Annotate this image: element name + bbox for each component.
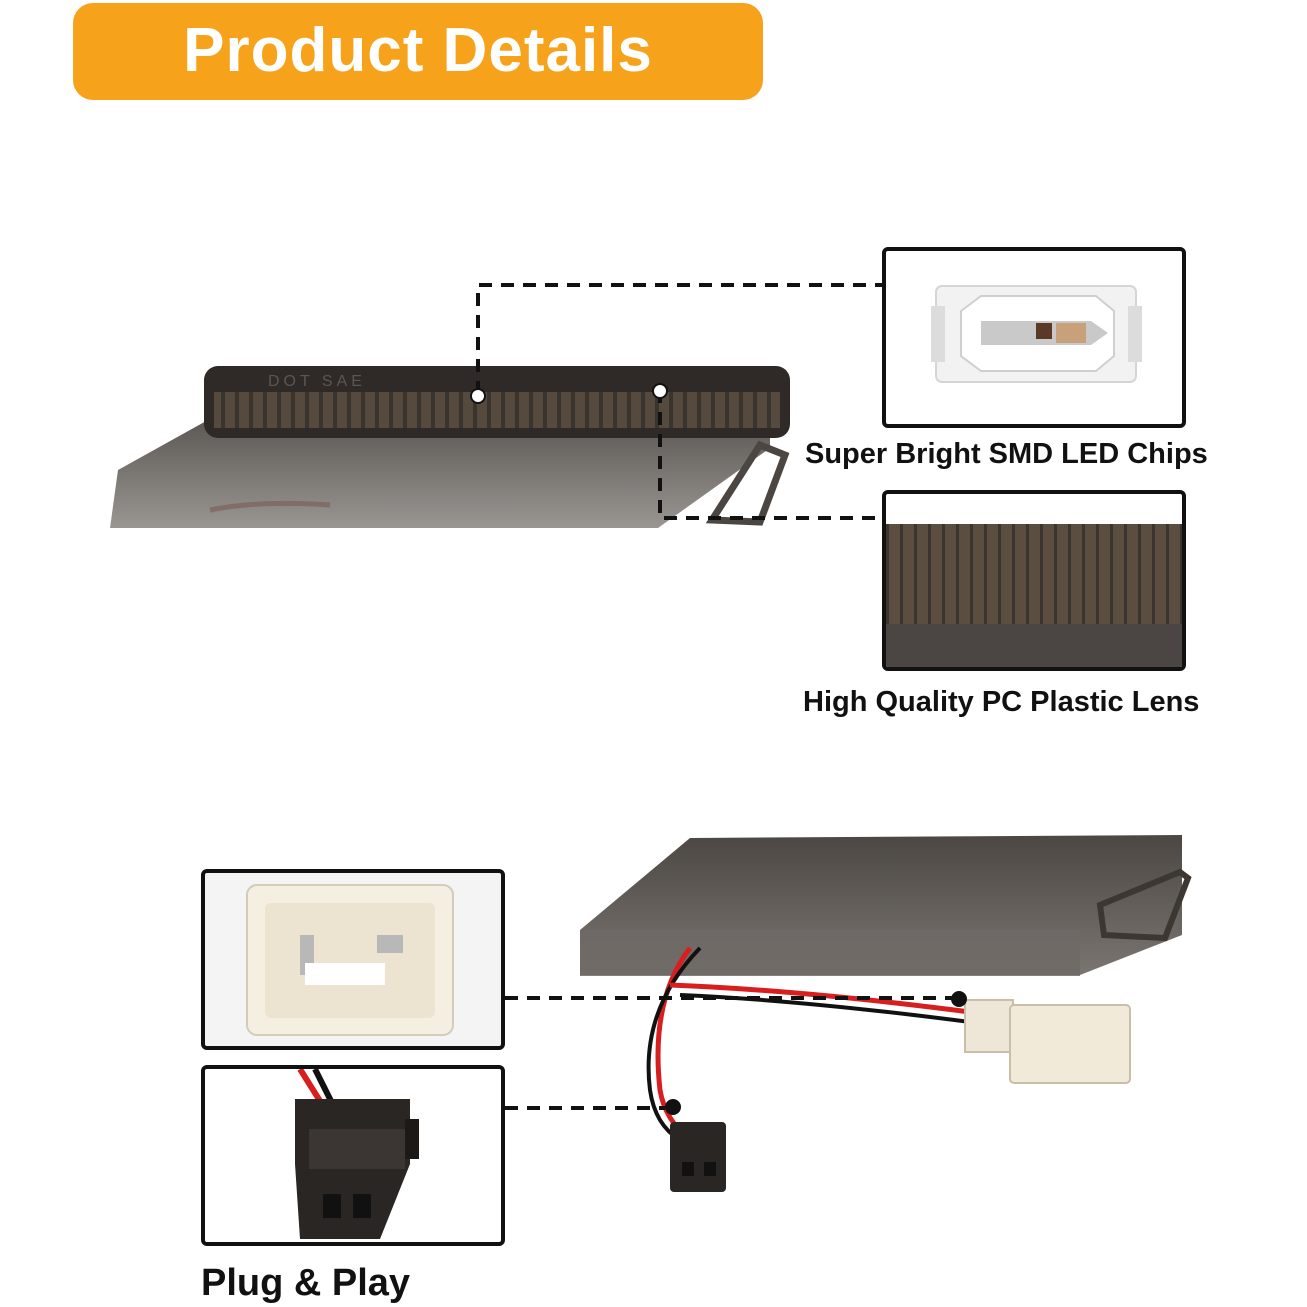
black-connector-icon: [295, 1069, 419, 1239]
callout-dot-led: [470, 388, 486, 404]
callout-dot-lens: [652, 383, 668, 399]
callout-lines-top: [476, 283, 884, 520]
led-chips-label: Super Bright SMD LED Chips: [805, 438, 1208, 470]
white-connector-icon: [246, 884, 454, 1036]
callout-dot-white-connector: [951, 991, 967, 1007]
inset-lens: [882, 490, 1186, 671]
plug-and-play-label: Plug & Play: [201, 1262, 411, 1304]
title-banner: Product Details: [73, 3, 763, 100]
page-title: Product Details: [183, 16, 653, 85]
dot-sae-marking: DOT SAE: [268, 373, 366, 390]
inset-white-connector: [201, 869, 505, 1050]
inset-black-connector: [201, 1065, 505, 1246]
marker-light-top-view: DOT SAE: [110, 366, 790, 528]
lens-label: High Quality PC Plastic Lens: [803, 686, 1200, 718]
marker-light-wiring-view: [580, 835, 1192, 1192]
smd-led-icon: [931, 285, 1142, 383]
callout-dot-black-connector: [665, 1099, 681, 1115]
lens-led-array: [886, 524, 1182, 624]
callout-lines-bottom: [505, 996, 952, 1110]
inset-led-chip: [882, 247, 1186, 428]
